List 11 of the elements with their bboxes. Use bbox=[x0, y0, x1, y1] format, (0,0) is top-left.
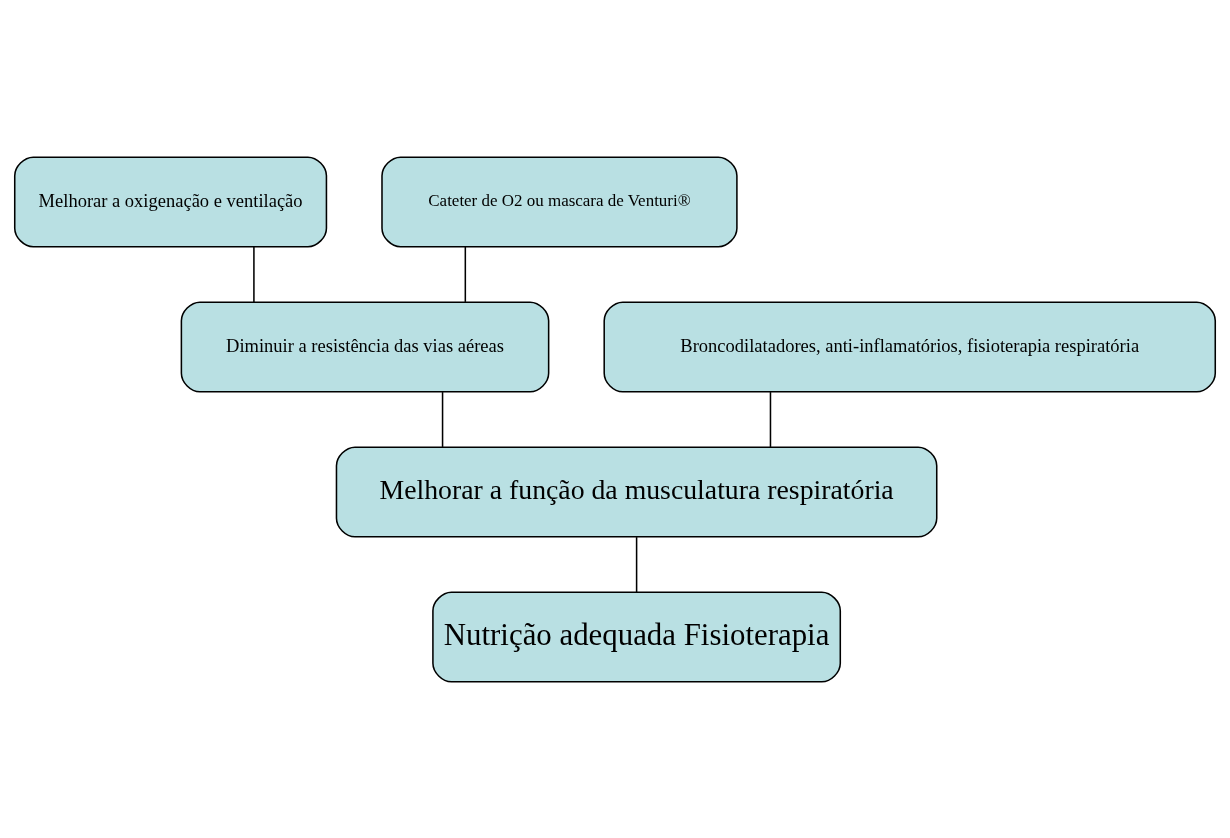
connector bbox=[441, 390, 444, 448]
node-box: Melhorar a oxigenação e ventilação bbox=[13, 155, 328, 247]
connector bbox=[635, 535, 638, 593]
node-box: Melhorar a função da musculatura respiratória bbox=[335, 446, 938, 538]
connector bbox=[769, 390, 772, 448]
node-box: Broncodilatadores, anti-inflamatórios, fisioterapia respiratória bbox=[603, 300, 1217, 392]
node-box: Nutrição adequada Fisioterapia bbox=[432, 591, 842, 683]
node-box: Diminuir a resistência das vias aéreas bbox=[180, 300, 550, 392]
node-box: Cateter de O2 ou mascara de Venturi® bbox=[381, 155, 738, 247]
connector bbox=[253, 245, 255, 303]
connector bbox=[464, 245, 467, 303]
